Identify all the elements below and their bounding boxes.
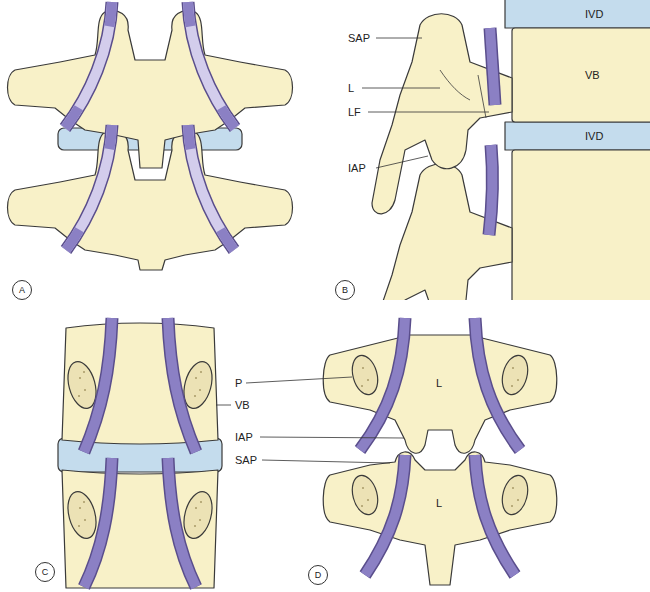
panel-letter-text: C [42, 567, 49, 577]
panel-letter: A [12, 280, 32, 300]
part-label: VB [585, 69, 600, 82]
nerve-roots [65, 2, 235, 250]
vertebra [323, 452, 557, 585]
vertebra [8, 11, 293, 168]
part-label: LF [348, 106, 361, 119]
panel-letter-text: D [315, 570, 322, 580]
panel-letter-text: A [19, 285, 25, 295]
vertebral-body [512, 150, 650, 300]
panel-b [372, 0, 650, 300]
leader-lines [216, 38, 489, 463]
panel-letter: B [335, 280, 355, 300]
part-label: L [436, 377, 442, 390]
part-label: IAP [348, 162, 366, 175]
part-label: IAP [235, 431, 253, 444]
panel-letter: D [308, 565, 328, 585]
panel-c [58, 318, 222, 588]
disc [505, 0, 650, 28]
panel-a [8, 2, 293, 270]
vertebra [323, 335, 557, 453]
part-label: VB [235, 399, 250, 412]
part-label: SAP [348, 32, 370, 45]
part-label: L [348, 82, 354, 95]
panel-letter: C [35, 562, 55, 582]
disc [505, 122, 650, 150]
part-label: P [235, 377, 242, 390]
part-label: IVD [585, 8, 603, 21]
panel-letter-text: B [342, 285, 348, 295]
part-label: IVD [585, 130, 603, 143]
vertebral-body [62, 323, 218, 444]
part-label: L [436, 497, 442, 510]
nerve-roots [489, 28, 495, 235]
nerve-roots [360, 318, 520, 575]
part-label: SAP [235, 454, 257, 467]
panel-d [323, 318, 557, 585]
vertebral-body [512, 28, 650, 122]
nerve-roots [84, 318, 196, 587]
